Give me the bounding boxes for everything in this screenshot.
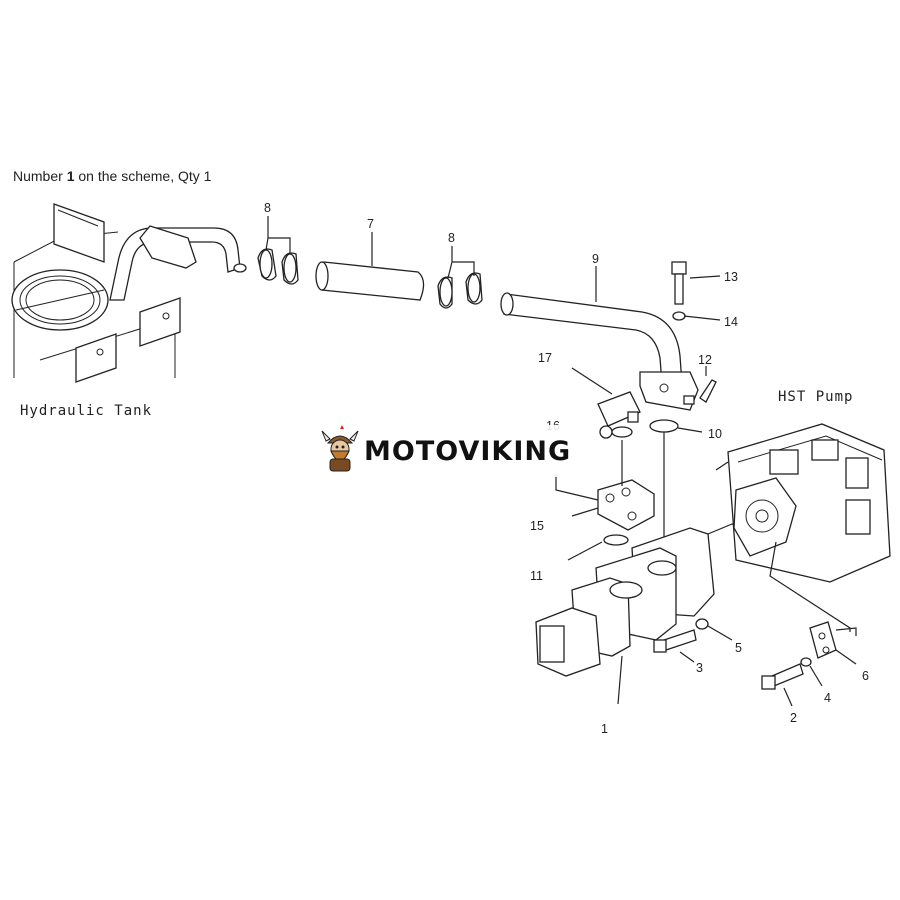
callout-5: 5 <box>735 641 742 655</box>
caption-suffix: on the scheme, Qty 1 <box>74 168 212 184</box>
watermark-logo: MOTOVIKING <box>314 425 584 477</box>
callout-17: 17 <box>538 351 552 365</box>
callout-4: 4 <box>824 691 831 705</box>
pin-part <box>699 366 717 403</box>
hst-pump-drawing <box>715 423 891 632</box>
caption-part-number: 1 <box>66 168 75 184</box>
callout-15: 15 <box>530 519 544 533</box>
suction-pipe <box>500 266 683 385</box>
caption-prefix: Number <box>13 168 67 184</box>
viking-mascot-icon <box>321 425 359 472</box>
hydraulic-tank-drawing <box>11 203 247 383</box>
bolt-and-washer-pump <box>653 618 733 663</box>
callout-8-left: 8 <box>264 201 271 215</box>
hose-clamp-pair-right <box>437 246 483 309</box>
callout-3: 3 <box>696 661 703 675</box>
hose-clamp-pair-left <box>257 216 299 285</box>
hydraulic-tank-label: Hydraulic Tank <box>20 403 153 419</box>
callout-14: 14 <box>724 315 738 329</box>
pipe-flange <box>639 371 699 411</box>
callout-6: 6 <box>862 669 869 683</box>
logo-text: MOTOVIKING <box>364 435 572 467</box>
gear-pump-assembly <box>535 523 763 705</box>
hydraulic-hose <box>315 232 425 301</box>
callout-13: 13 <box>724 270 738 284</box>
callout-1: 1 <box>601 722 608 736</box>
callout-8-right: 8 <box>448 231 455 245</box>
manifold-block <box>555 432 665 584</box>
bolt-washer-bracket <box>761 621 857 707</box>
hst-pump-label: HST Pump <box>778 389 854 405</box>
callout-10: 10 <box>708 427 722 441</box>
callout-2: 2 <box>790 711 797 725</box>
callout-12: 12 <box>698 353 712 367</box>
callout-11: 11 <box>530 569 543 583</box>
pressure-sensor <box>571 367 641 439</box>
diagram-caption: Number 1 on the scheme, Qty 1 <box>13 168 211 184</box>
callout-7: 7 <box>367 217 374 231</box>
bolt-and-washer-top <box>671 261 721 321</box>
callout-9: 9 <box>592 252 599 266</box>
o-rings <box>567 419 703 561</box>
